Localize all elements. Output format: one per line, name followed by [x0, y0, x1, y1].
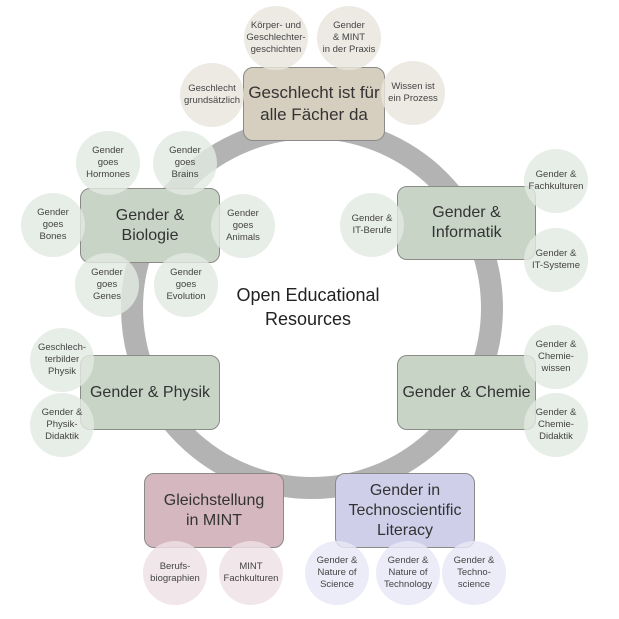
- node-gleichstellung[interactable]: Gleichstellung in MINT: [144, 473, 284, 548]
- subnode[interactable]: Körper- und Geschlechter- geschichten: [244, 6, 308, 70]
- subnode[interactable]: Wissen ist ein Prozess: [381, 61, 445, 125]
- subnode[interactable]: Gender & IT-Systeme: [524, 228, 588, 292]
- subnode[interactable]: Gender & Fachkulturen: [524, 149, 588, 213]
- subnode[interactable]: Gender & Chemie- Didaktik: [524, 393, 588, 457]
- node-biologie[interactable]: Gender & Biologie: [80, 188, 220, 263]
- subnode[interactable]: Gender & Nature of Science: [305, 541, 369, 605]
- node-physik[interactable]: Gender & Physik: [80, 355, 220, 430]
- subnode[interactable]: Gender & MINT in der Praxis: [317, 6, 381, 70]
- subnode[interactable]: Gender goes Genes: [75, 253, 139, 317]
- subnode[interactable]: Geschlech- terbilder Physik: [30, 328, 94, 392]
- subnode[interactable]: Gender goes Animals: [211, 194, 275, 258]
- subnode[interactable]: Gender & Chemie- wissen: [524, 325, 588, 389]
- node-technoscientific-literacy[interactable]: Gender in Technoscientific Literacy: [335, 473, 475, 548]
- subnode[interactable]: Gender goes Brains: [153, 131, 217, 195]
- subnode[interactable]: MINT Fachkulturen: [219, 541, 283, 605]
- subnode[interactable]: Gender goes Hormones: [76, 131, 140, 195]
- node-geschlecht[interactable]: Geschlecht ist für alle Fächer da: [243, 67, 385, 141]
- subnode[interactable]: Geschlecht grundsätzlich: [180, 63, 244, 127]
- subnode[interactable]: Gender & IT-Berufe: [340, 193, 404, 257]
- node-informatik[interactable]: Gender & Informatik: [397, 186, 536, 260]
- subnode[interactable]: Gender & Physik- Didaktik: [30, 393, 94, 457]
- node-chemie[interactable]: Gender & Chemie: [397, 355, 536, 430]
- subnode[interactable]: Gender & Nature of Technology: [376, 541, 440, 605]
- subnode[interactable]: Gender goes Evolution: [154, 253, 218, 317]
- subnode[interactable]: Gender goes Bones: [21, 193, 85, 257]
- subnode[interactable]: Berufs- biographien: [143, 541, 207, 605]
- center-title: Open Educational Resources: [236, 285, 380, 329]
- subnode[interactable]: Gender & Techno- science: [442, 541, 506, 605]
